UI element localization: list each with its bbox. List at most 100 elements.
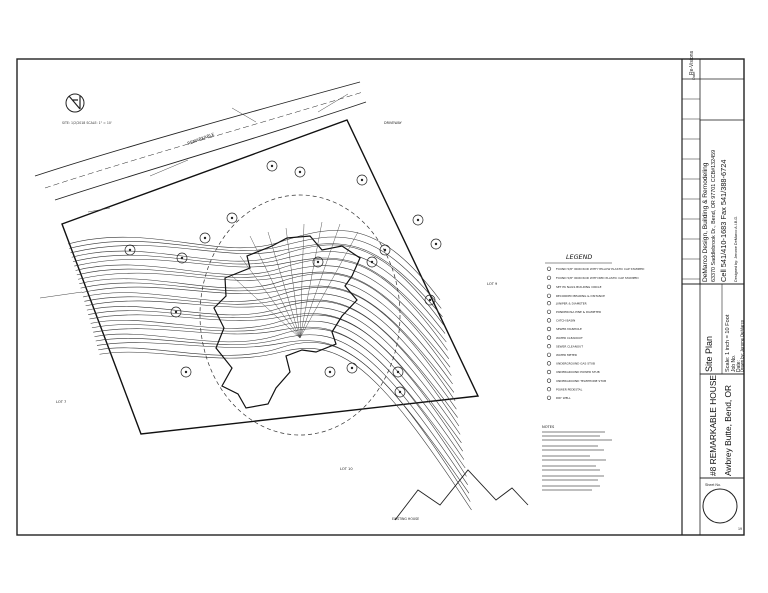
legend-item-label: JUNIPER & DIAMETER [555,301,587,305]
contour-line [70,243,443,317]
tree-trunk [428,298,432,302]
tree-trunk [383,248,387,252]
tree-symbol [394,386,406,398]
contour-line [95,334,468,485]
view-line [299,223,305,339]
contour-line [84,293,457,410]
contour-line [74,257,447,343]
legend-title: LEGEND [566,253,592,261]
tree-symbol [312,256,324,268]
view-line [299,231,359,339]
tree-trunk [396,370,400,374]
contour-line [83,287,456,401]
tree-trunk [298,170,302,174]
contour-lines [67,230,472,511]
project-name: #8 REMARKABLE HOUSE [708,375,718,476]
view-line [299,221,323,339]
job-number: Job No. [731,355,737,372]
contour-line [80,279,453,385]
contour-line [96,340,470,494]
legend-symbol [546,344,552,349]
view-line [267,231,301,339]
contour-line [72,251,446,334]
firm-name: DeMarco Design, Building & Remodeling [702,162,709,282]
legend-item-label: RECORDED BEARING & DISTANCE [556,294,605,298]
legend-symbol [546,352,552,357]
revisions-label: Re-Visions [689,50,695,75]
lot-label-right: LOT 9 [487,282,498,286]
tree-symbol [430,238,442,250]
tree-symbol [266,160,278,172]
legend-symbol [546,361,552,366]
legend-item-label: POWER PEDESTAL [556,387,583,391]
designed-by: Designed by: Jerome DeMarco A.I.B.D. [734,216,738,282]
sheet-total: 19 [738,527,742,531]
drawn-by: Drawn by: Jerome DeMarco [740,319,745,372]
sheet-number-box [699,477,745,536]
tree-trunk [360,178,364,182]
legend-item-label: SEWER CLEANOUT [556,344,583,348]
tree-trunk [370,260,374,264]
view-line [285,227,301,339]
revisions-grid [682,98,700,280]
legend-item-label: FOUND 5/8" IRON ROD WITH YELLOW PLASTIC … [556,267,645,271]
firm-address: 63370 Saddlebrook Dr., Bend, OR 97701 CC… [711,150,717,282]
trees [124,160,442,398]
tree-symbol [124,244,136,256]
legend-item-label: DRY WELL [556,396,571,400]
legend-symbol [546,301,552,306]
tree-symbol [176,252,188,264]
sheet-title: Site Plan [704,336,714,372]
view-line [249,235,301,339]
tree-symbol [170,306,182,318]
tree-trunk [203,236,207,240]
tree-trunk [316,260,320,264]
tree-symbol [424,294,436,306]
notes-text-lines [542,431,612,491]
tree-trunk [350,366,354,370]
contour-line [86,301,460,427]
legend: LEGEND FOUND 5/8" IRON ROD WITH YELLOW P… [542,253,645,491]
legend-symbol [546,309,552,314]
tree-trunk [398,390,402,394]
date-field: Date: [736,360,742,372]
project-location: Awbrey Butte, Bend, OR [723,385,733,476]
contour-line [79,273,452,376]
road-edge-lower [54,101,367,201]
legend-symbol [546,275,552,280]
legend-symbol [546,335,552,340]
contour-line [85,299,458,418]
legend-symbol [546,369,552,375]
tree-trunk [270,164,274,168]
legend-symbol [546,378,552,383]
contour-line [78,271,451,368]
street-name: REMARKABLE [187,131,216,146]
view-lines [231,221,359,339]
scale-text: Scale: 1 inch = 10 Foot [725,314,731,372]
legend-item-label: WATER METER [556,353,577,357]
contour-line [98,342,471,502]
legend-items: FOUND 5/8" IRON ROD WITH YELLOW PLASTIC … [546,266,645,400]
legend-symbol [546,395,552,400]
legend-item-label: UNDERGROUND TELEPHONE STUB [556,379,606,383]
tree-symbol [356,174,368,186]
contour-line [90,314,463,452]
tree-trunk [416,218,420,222]
contour-line [76,265,450,359]
title-block: Re-Visions Date DeMarco Design, Building… [681,50,745,536]
project-box [699,373,745,479]
contour-line [81,285,455,393]
tree-trunk [180,256,184,260]
legend-symbol [546,326,552,332]
legend-item-label: CATCH BASIN [556,319,575,323]
tree-symbol [324,366,336,378]
tree-symbol [199,232,211,244]
legend-item-label: PONDEROSA PINE & DIAMETER [556,310,601,314]
firm-phone: Cell 541/410-1683 Fax 541/388-6724 [719,160,728,282]
sheet-number-label: Sheet No. [705,483,721,487]
date-column-label: Date [691,71,696,80]
setback-arc [199,194,401,436]
legend-symbol [546,293,552,298]
view-line [231,275,301,339]
